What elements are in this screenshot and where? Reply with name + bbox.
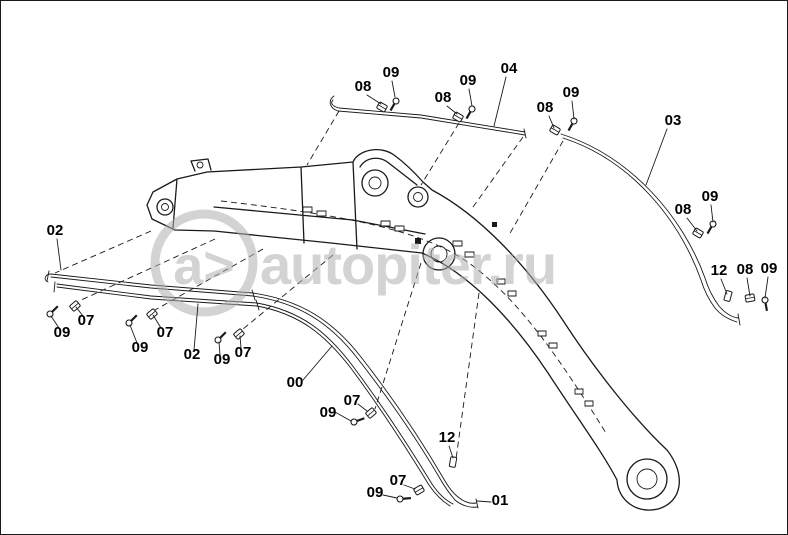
bolt-icon: [462, 103, 478, 122]
clamp-icon: [375, 101, 389, 113]
part-label-07: 07: [78, 312, 95, 329]
part-label-07: 07: [390, 472, 407, 489]
part-label-09: 09: [132, 339, 149, 356]
part-label-07: 07: [344, 392, 361, 409]
leader-lines-path: [50, 76, 769, 503]
part-label-09: 09: [383, 64, 400, 81]
mid-boss: [422, 237, 456, 271]
watermark: a> autopiter.ru: [150, 209, 557, 317]
projection-lines-path: [54, 110, 564, 460]
pipe-00-upper: [251, 289, 459, 501]
part-label-00: 00: [287, 374, 304, 391]
part-label-02: 02: [47, 222, 64, 239]
part-label-02: 02: [184, 346, 201, 363]
end-pin-hole: [626, 458, 668, 500]
pipes: [44, 95, 741, 509]
bolt-icon: [703, 218, 719, 237]
end-pin-hole-inner: [636, 468, 658, 490]
watermark-logo: a>: [173, 236, 235, 296]
boom-structure: [146, 149, 680, 511]
part-label-12: 12: [439, 429, 456, 446]
part-label-07: 07: [157, 324, 174, 341]
bracket-boss-inner: [368, 176, 382, 190]
bracket-boss-2-inner: [413, 192, 423, 202]
pipe-clamp-pads: [302, 206, 594, 407]
foot-pin-hole: [156, 198, 174, 216]
watermark-site-text: autopiter.ru: [260, 233, 556, 296]
pipe-01-end: [454, 496, 479, 509]
bolt-icon: [349, 414, 367, 427]
pipe-02-upper: [44, 270, 254, 297]
part-label-08: 08: [355, 78, 372, 95]
bolt-icon: [395, 493, 413, 504]
part-label-08: 08: [675, 201, 692, 218]
pipe-04: [329, 95, 527, 139]
part-label-09: 09: [702, 188, 719, 205]
part-label-09: 09: [460, 72, 477, 89]
projection-lines: [54, 110, 564, 460]
part-label-01: 01: [492, 492, 509, 509]
bolt-icon: [760, 295, 771, 313]
fitting-icon: [723, 289, 733, 303]
bolt-icon: [123, 312, 140, 329]
bolt-icon: [212, 329, 229, 346]
part-label-08: 08: [737, 261, 754, 278]
part-label-12: 12: [711, 262, 728, 279]
clamp-icon: [145, 307, 159, 321]
part-label-08: 08: [435, 89, 452, 106]
clamp-icon: [412, 484, 426, 496]
part-label-03: 03: [665, 112, 682, 129]
mid-boss-inner: [430, 245, 448, 263]
clamp-icon: [232, 327, 246, 341]
bolt-icon: [386, 95, 402, 114]
part-label-09: 09: [54, 324, 71, 341]
clamp-icon: [548, 124, 562, 136]
leader-lines: [50, 76, 769, 503]
part-label-09: 09: [563, 84, 580, 101]
clamp-icon: [364, 406, 378, 420]
part-label-09: 09: [214, 351, 231, 368]
part-label-09: 09: [320, 404, 337, 421]
pipe-00-lower: [255, 299, 454, 507]
pipe-02-lower: [53, 281, 258, 307]
part-label-09: 09: [761, 260, 778, 277]
clamp-icon: [68, 299, 82, 313]
bracket-boss-2: [407, 186, 429, 208]
watermark-ring: [150, 209, 258, 317]
pipe-03: [560, 133, 741, 326]
part-label-04: 04: [501, 60, 518, 77]
bracket-boss: [361, 169, 389, 197]
part-label-09: 09: [367, 484, 384, 501]
part-label-07: 07: [235, 344, 252, 361]
foot-pin-hole-inner: [161, 203, 169, 211]
part-label-08: 08: [537, 99, 554, 116]
boom-outline: [146, 149, 680, 511]
part-labels: 08 09 08 09 04 08 09 03 08 09 12 08 09 0…: [47, 60, 778, 509]
lug-hole: [196, 161, 204, 169]
bolt-icon: [44, 303, 61, 320]
clamp-icon: [691, 227, 705, 239]
bolt-icon: [564, 115, 580, 134]
